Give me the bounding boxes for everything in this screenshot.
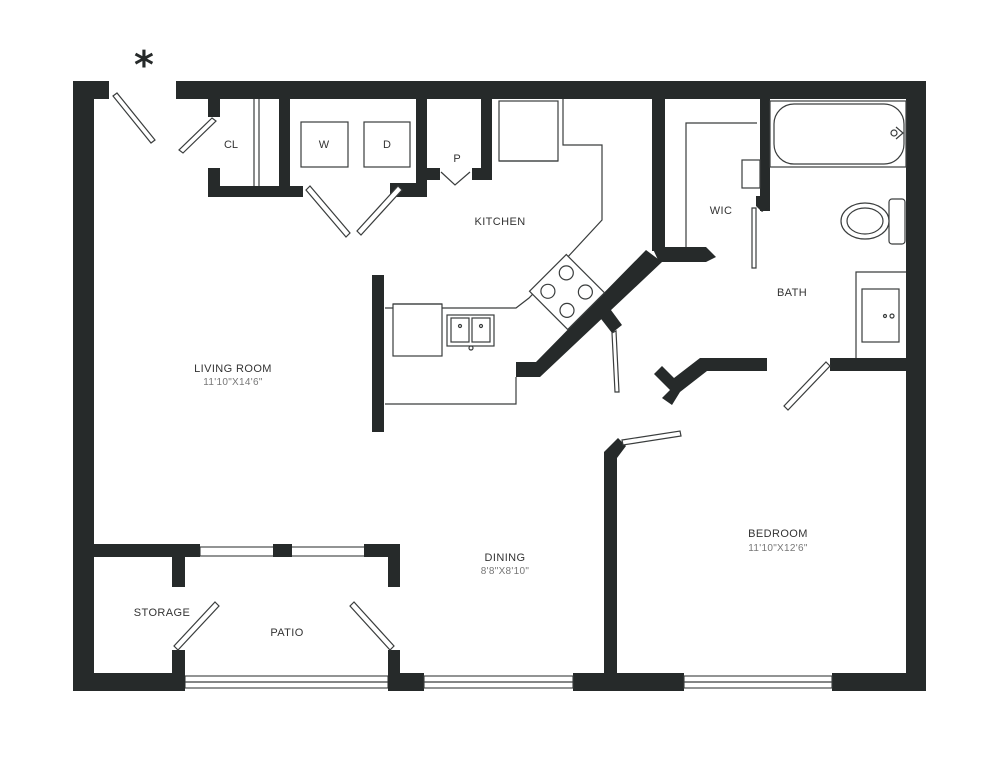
washer — [300, 121, 349, 168]
wic-shelf — [685, 122, 757, 247]
exterior-walls — [73, 81, 926, 691]
wall-bottom-right — [832, 673, 926, 691]
washer-label: W — [319, 139, 330, 151]
fixtures — [253, 99, 907, 405]
room-label-dining: DINING — [485, 552, 526, 564]
kitchen-sink — [446, 314, 495, 351]
laundry-door-right — [356, 185, 403, 236]
bathtub — [769, 100, 907, 168]
room-label-living-room: LIVING ROOM — [194, 363, 272, 375]
wall-bottom-center — [573, 673, 684, 691]
wic-door — [751, 207, 757, 269]
kitchen-side-door — [611, 330, 620, 393]
dishwasher — [392, 303, 443, 357]
room-label-wic: WIC — [710, 205, 733, 217]
room-dims-bedroom: 11'10"X12'6" — [748, 543, 808, 554]
bath-door — [783, 361, 831, 411]
room-dims-dining: 8'8"X8'10" — [481, 566, 530, 577]
wall-bottom-left — [73, 673, 185, 691]
interior-walls — [73, 99, 906, 691]
room-label-closet: CL — [224, 139, 238, 151]
room-label-pantry: P — [453, 153, 460, 165]
refrigerator — [498, 100, 559, 162]
pantry-door — [440, 171, 471, 186]
kitchen-counter — [385, 99, 603, 309]
laundry-door-left — [305, 185, 351, 238]
entry-door-left — [112, 92, 156, 144]
bedroom-door — [621, 430, 682, 446]
dryer — [363, 121, 411, 168]
room-dims-living-room: 11'10"X14'6" — [203, 377, 263, 388]
storage-door — [173, 601, 220, 651]
room-label-patio: PATIO — [270, 627, 303, 639]
stove — [528, 253, 606, 331]
dryer-label: D — [383, 139, 391, 151]
room-label-kitchen: KITCHEN — [474, 216, 525, 228]
wall-left — [73, 81, 94, 691]
bathroom-vanity — [855, 271, 906, 358]
wall-top — [176, 81, 926, 99]
doors — [112, 92, 831, 651]
asterisk-icon: * — [134, 43, 154, 87]
toilet — [840, 198, 906, 245]
patio-door — [349, 601, 395, 651]
entry-door-right — [178, 117, 217, 154]
room-label-bath: BATH — [777, 287, 807, 299]
room-label-bedroom: BEDROOM — [748, 528, 808, 540]
wall-right — [906, 81, 926, 691]
room-labels: LIVING ROOM 11'10"X14'6" DINING 8'8"X8'1… — [134, 139, 808, 639]
room-label-storage: STORAGE — [134, 607, 190, 619]
